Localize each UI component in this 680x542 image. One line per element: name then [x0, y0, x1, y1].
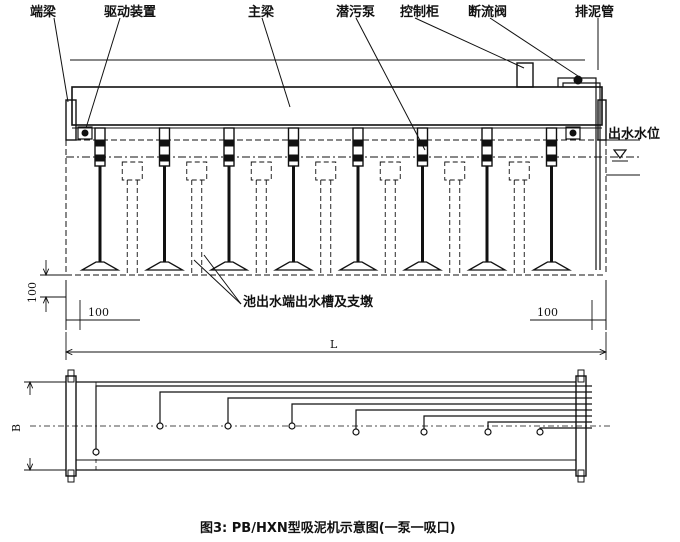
drive-unit-left: [77, 126, 93, 140]
label-drive-unit: 驱动装置: [104, 4, 156, 20]
submersible-pump: [466, 127, 508, 271]
submersible-pump: [273, 127, 314, 271]
plan-pipe: [484, 421, 592, 436]
end-beam: [65, 99, 77, 141]
label-outlet-trough: 池出水端出水槽及支墩: [243, 294, 374, 310]
trough-support: [186, 161, 208, 275]
dim-right-100: 100: [537, 306, 558, 319]
plan-pipe: [224, 397, 592, 430]
plan-pipe: [352, 409, 592, 436]
submersible-pump: [402, 127, 443, 271]
plan-pipe: [92, 385, 592, 456]
plan-pipe: [420, 415, 592, 436]
trough-support: [315, 161, 337, 275]
control-cabinet: [516, 62, 534, 88]
outlet-trough: [65, 280, 607, 330]
dim-length: L: [330, 338, 338, 351]
figure-caption: 图3: PB/HXN型吸泥机示意图(一泵一吸口): [200, 520, 456, 536]
sludge-pipe: [557, 77, 601, 270]
dim-left-100: 100: [88, 306, 109, 319]
label-end-beam: 端梁: [30, 4, 57, 20]
submersible-pump: [208, 127, 250, 271]
plan-pipe: [156, 391, 592, 430]
trough-support: [444, 161, 466, 275]
water-level-icon: [612, 149, 628, 159]
submersible-pump: [79, 127, 121, 271]
main-beam: [71, 86, 603, 126]
plan-pipe: [288, 403, 592, 430]
dim-width: B: [10, 424, 23, 432]
plan-pipe: [536, 427, 592, 436]
elevation-view: [40, 17, 640, 360]
trough-support: [121, 161, 143, 275]
label-submersible-pump: 潜污泵: [336, 4, 375, 20]
trough-support: [508, 161, 530, 275]
trough-support: [250, 161, 272, 275]
label-outlet-water-level: 出水水位: [608, 126, 660, 142]
drive-unit-right: [565, 126, 581, 140]
submersible-pump: [337, 127, 379, 271]
submersible-pump: [531, 127, 572, 271]
label-control-cabinet: 控制柜: [400, 4, 439, 20]
label-main-beam: 主梁: [248, 4, 275, 20]
trough-support: [379, 161, 401, 275]
dim-height-100: 100: [26, 282, 39, 303]
plan-view: [24, 369, 610, 483]
submersible-pump: [144, 127, 185, 271]
label-shutoff-valve: 断流阀: [468, 4, 507, 20]
label-sludge-pipe: 排泥管: [575, 4, 614, 20]
